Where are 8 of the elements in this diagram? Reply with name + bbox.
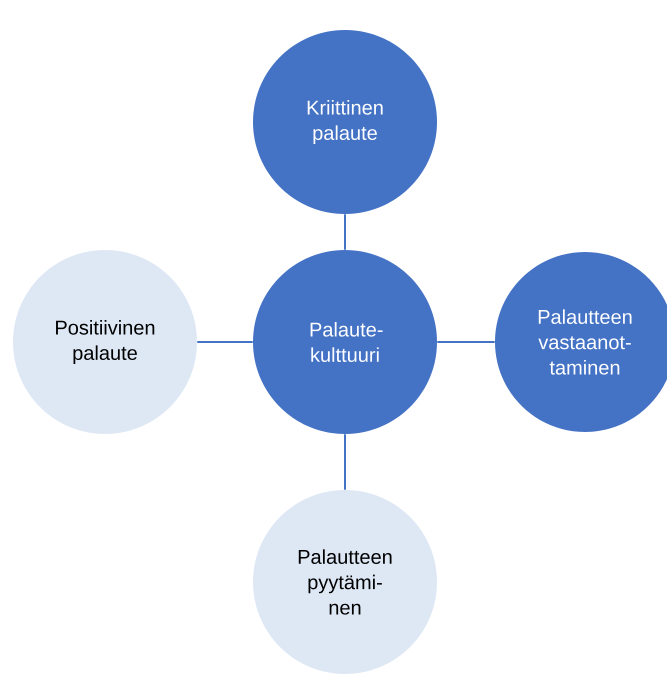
- circle-node: Palaute- kulttuuri: [253, 250, 437, 434]
- connector-line: [344, 434, 346, 490]
- circle-node: Kriittinen palaute: [253, 30, 437, 214]
- circle-node: Palautteen pyytämi- nen: [253, 490, 437, 674]
- connector-line: [197, 341, 253, 343]
- connector-line: [437, 341, 495, 343]
- circle-node: Positiivinen palaute: [13, 250, 197, 434]
- connector-line: [344, 214, 346, 250]
